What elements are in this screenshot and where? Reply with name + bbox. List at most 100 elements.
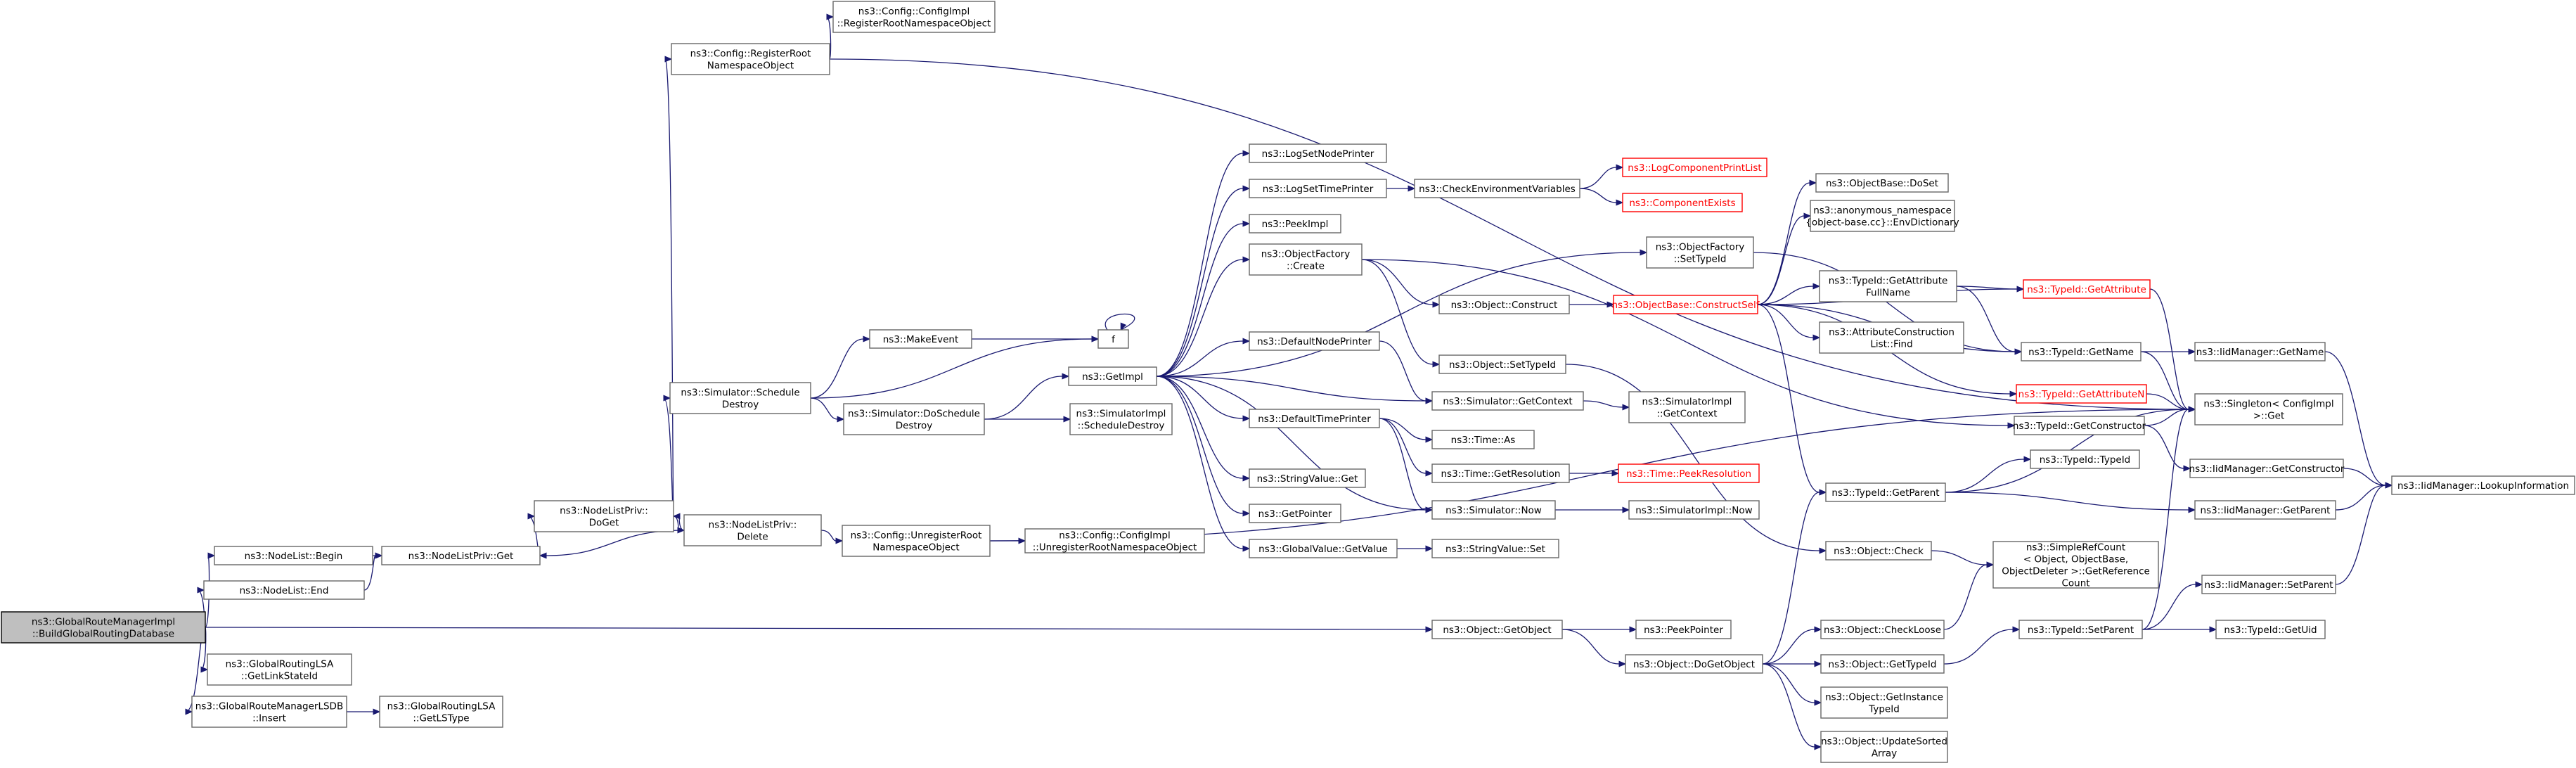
node-grmlsdb-insert[interactable]: ns3::GlobalRouteManagerLSDB::Insert	[191, 696, 347, 728]
node-def-time[interactable]: ns3::DefaultTimePrinter	[1249, 409, 1380, 428]
node-obj-check[interactable]: ns3::Object::Check	[1825, 541, 1932, 561]
node-time-peek[interactable]: ns3::Time::PeekResolution	[1618, 463, 1760, 483]
node-log-node[interactable]: ns3::LogSetNodePrinter	[1249, 143, 1387, 163]
node-cfgimpl-unreg[interactable]: ns3::Config::ConfigImpl::UnregisterRootN…	[1024, 528, 1205, 553]
node-idm-setparent[interactable]: ns3::IidManager::SetParent	[2201, 575, 2336, 594]
node-of-settypeid[interactable]: ns3::ObjectFactory::SetTypeId	[1646, 236, 1754, 269]
node-tid-attr-n[interactable]: ns3::TypeId::GetAttributeN	[2016, 384, 2147, 404]
node-f[interactable]: f	[1097, 329, 1129, 349]
node-tid-get-attr[interactable]: ns3::TypeId::GetAttribute	[2023, 279, 2151, 299]
node-box	[1820, 686, 1948, 719]
node-log-time[interactable]: ns3::LogSetTimePrinter	[1249, 179, 1387, 198]
node-tid-get-ctor[interactable]: ns3::TypeId::GetConstructor	[2013, 416, 2146, 435]
node-nlp-get[interactable]: ns3::NodeListPriv::Get	[381, 546, 541, 565]
edge-sim-do-sched-to-get-impl	[984, 376, 1063, 420]
node-idm-getname[interactable]: ns3::IidManager::GetName	[2194, 342, 2326, 361]
node-src-getref[interactable]: ns3::SimpleRefCount< Object, ObjectBase,…	[1992, 541, 2159, 589]
node-box	[1820, 654, 1945, 674]
node-simimpl-sched[interactable]: ns3::SimulatorImpl::ScheduleDestroy	[1069, 403, 1173, 435]
node-time-as[interactable]: ns3::Time::As	[1431, 430, 1535, 449]
node-label: ns3::ObjectFactory	[1261, 249, 1351, 260]
node-cfg-reg[interactable]: ns3::Config::RegisterRootNamespaceObject	[671, 43, 830, 75]
edge-root-to-obj-getobj	[205, 627, 1427, 630]
node-idm-getctor[interactable]: ns3::IidManager::GetConstructor	[2189, 459, 2345, 478]
edge-arrowhead	[207, 552, 216, 559]
node-cfgimpl-reg[interactable]: ns3::Config::ConfigImpl::RegisterRootNam…	[832, 1, 996, 33]
node-obj-set-typeid[interactable]: ns3::Object::SetTypeId	[1438, 354, 1566, 374]
node-cfg-unreg[interactable]: ns3::Config::UnregisterRootNamespaceObje…	[842, 525, 991, 557]
node-box	[1069, 403, 1173, 435]
node-box	[2189, 459, 2344, 478]
node-nl-end[interactable]: ns3::NodeList::End	[203, 580, 365, 600]
node-sv-get[interactable]: ns3::StringValue::Get	[1249, 468, 1366, 488]
node-def-node[interactable]: ns3::DefaultNodePrinter	[1249, 331, 1380, 351]
node-label: ns3::Object::UpdateSorted	[1821, 736, 1947, 748]
edge-obj-dogetobj-to-obj-update	[1762, 663, 1815, 748]
edge-arrowhead	[375, 552, 383, 559]
node-get-ptr[interactable]: ns3::GetPointer	[1249, 504, 1341, 523]
node-simimpl-now[interactable]: ns3::SimulatorImpl::Now	[1628, 500, 1760, 520]
node-box	[2194, 500, 2336, 520]
node-log-comp-list[interactable]: ns3::LogComponentPrintList	[1622, 158, 1767, 177]
node-make-event[interactable]: ns3::MakeEvent	[869, 329, 972, 349]
node-nlp-delete[interactable]: ns3::NodeListPriv::Delete	[683, 514, 822, 546]
node-obj-construct[interactable]: ns3::Object::Construct	[1438, 295, 1570, 314]
node-idm-lookup[interactable]: ns3::IidManager::LookupInformation	[2391, 475, 2575, 495]
node-grlsa-lstype[interactable]: ns3::GlobalRoutingLSA::GetLSType	[379, 696, 503, 728]
node-obj-checkloose[interactable]: ns3::Object::CheckLoose	[1820, 620, 1945, 639]
node-box	[1635, 620, 1732, 639]
node-peek-ptr[interactable]: ns3::PeekPointer	[1635, 620, 1732, 639]
node-tid-getuid[interactable]: ns3::TypeId::GetUid	[2215, 620, 2326, 639]
edge-nlp-doget-to-sim-sched-destroy	[663, 397, 674, 517]
node-box	[683, 514, 822, 546]
node-gv-get[interactable]: ns3::GlobalValue::GetValue	[1249, 539, 1398, 558]
node-ob-cs[interactable]: ns3::ObjectBase::ConstructSelf	[1612, 295, 1760, 314]
node-idm-getparent[interactable]: ns3::IidManager::GetParent	[2194, 500, 2336, 520]
node-time-res[interactable]: ns3::Time::GetResolution	[1431, 463, 1570, 483]
edge-tid-attr-full-to-tid-get-attr	[1956, 286, 2018, 290]
node-root[interactable]: ns3::GlobalRouteManagerImpl::BuildGlobal…	[1, 611, 206, 644]
node-of-create[interactable]: ns3::ObjectFactory::Create	[1249, 243, 1363, 276]
node-tid-get-name[interactable]: ns3::TypeId::GetName	[2021, 342, 2142, 361]
node-nlp-doget[interactable]: ns3::NodeListPriv::DoGet	[534, 500, 674, 532]
node-sim-sched-destroy[interactable]: ns3::Simulator::ScheduleDestroy	[669, 382, 811, 414]
node-ob-doset[interactable]: ns3::ObjectBase::DoSet	[1815, 173, 1949, 193]
node-get-impl[interactable]: ns3::GetImpl	[1068, 366, 1157, 386]
node-obj-getobj[interactable]: ns3::Object::GetObject	[1431, 620, 1563, 639]
node-obj-gettypeid[interactable]: ns3::Object::GetTypeId	[1820, 654, 1945, 674]
node-tid-setparent[interactable]: ns3::TypeId::SetParent	[2018, 620, 2143, 639]
edge-idm-setparent-to-idm-lookup	[2335, 485, 2386, 585]
node-nl-begin[interactable]: ns3::NodeList::Begin	[214, 546, 373, 565]
node-obj-dogetobj[interactable]: ns3::Object::DoGetObject	[1625, 654, 1763, 674]
node-anon-env[interactable]: ns3::anonymous_namespace{object-base.cc}…	[1805, 200, 1959, 232]
node-sim-now[interactable]: ns3::Simulator::Now	[1431, 500, 1556, 520]
node-comp-exists[interactable]: ns3::ComponentExists	[1622, 193, 1743, 212]
node-sv-set[interactable]: ns3::StringValue::Set	[1431, 539, 1559, 558]
node-label: ::UnregisterRootNamespaceObject	[1033, 542, 1197, 553]
node-label: ::GetLSType	[413, 713, 469, 724]
edge-arrowhead	[2012, 626, 2021, 633]
node-grlsa-linkstate[interactable]: ns3::GlobalRoutingLSA::GetLinkStateId	[207, 653, 352, 686]
node-simimpl-ctx[interactable]: ns3::SimulatorImpl::GetContext	[1628, 391, 1746, 423]
edge-get-impl-to-sim-now	[1156, 376, 1427, 511]
node-box	[1613, 295, 1758, 314]
node-box	[1628, 391, 1746, 423]
node-check-env[interactable]: ns3::CheckEnvironmentVariables	[1414, 179, 1580, 198]
node-label: ns3::SimulatorImpl::Now	[1635, 505, 1752, 516]
node-label: FullName	[1866, 288, 1910, 299]
node-tid-typeid[interactable]: ns3::TypeId::TypeId	[2030, 449, 2140, 469]
node-box	[1992, 541, 2159, 589]
node-singleton-get[interactable]: ns3::Singleton< ConfigImpl>::Get	[2194, 393, 2343, 425]
node-label: ns3::GlobalRoutingLSA	[387, 701, 496, 712]
node-label: ns3::Object::DoGetObject	[1633, 659, 1755, 670]
node-peek-impl[interactable]: ns3::PeekImpl	[1249, 214, 1341, 233]
node-sim-get-ctx[interactable]: ns3::Simulator::GetContext	[1431, 391, 1584, 411]
node-tid-get-parent[interactable]: ns3::TypeId::GetParent	[1825, 482, 1946, 502]
node-box	[1819, 321, 1964, 354]
edge-arrowhead	[1622, 404, 1630, 411]
